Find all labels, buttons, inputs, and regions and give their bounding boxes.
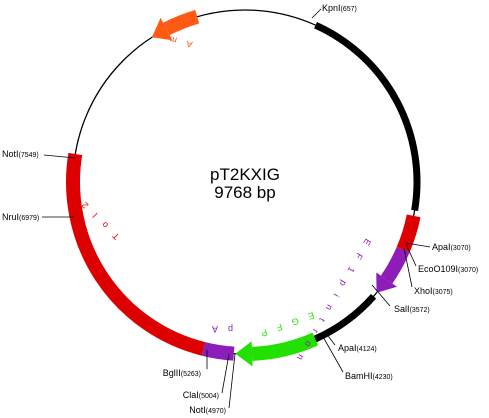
feature-arc-tol2-b <box>396 214 421 253</box>
feature-arrowhead-amp <box>152 17 173 41</box>
feature-arc-tol2 <box>66 152 206 356</box>
features-layer <box>66 10 421 367</box>
leader-noti-7549 <box>43 154 76 159</box>
site-noti-4970: NotI(4970) <box>189 405 226 415</box>
site-xhoi: XhoI(3075) <box>414 286 453 296</box>
site-kpni: KpnI(657) <box>322 3 357 13</box>
feature-label-pa: p A <box>208 324 233 334</box>
leader-kpni <box>311 8 322 19</box>
site-bglii: BglII(5263) <box>163 368 201 378</box>
site-noti-7549: NotI(7549) <box>2 149 39 159</box>
site-leaders <box>42 8 431 409</box>
black-segment-sali <box>313 293 377 343</box>
feature-arrowhead-intron <box>376 272 398 293</box>
leader-xhoi <box>403 247 413 288</box>
site-nrui: NruI(6979) <box>2 212 39 222</box>
black-segment-kpni <box>314 21 421 211</box>
site-sali: SalI(3572) <box>394 304 430 314</box>
plasmid-size: 9768 bp <box>214 183 275 202</box>
site-ecoo109i: EcoO109I(3070) <box>418 264 478 274</box>
feature-arc-pa <box>201 342 235 361</box>
site-apai-3070: ApaI(3070) <box>432 242 471 252</box>
site-bamhi: BamHI(4230) <box>345 371 393 381</box>
site-apai-4124: ApaI(4124) <box>338 343 377 353</box>
feature-arc-amp <box>163 10 200 36</box>
plasmid-name: pT2KXIG <box>210 165 280 184</box>
feature-arrowhead-egfp <box>235 341 253 367</box>
site-clai: ClaI(5004) <box>183 390 219 400</box>
leader-noti-4970 <box>228 353 236 409</box>
leader-apai-3070 <box>405 242 431 248</box>
leader-bamhi <box>321 334 344 373</box>
feature-arc-intron <box>380 246 410 284</box>
leader-ecoo109i <box>405 243 417 267</box>
feature-arc-egfp <box>251 332 319 361</box>
leader-apai-4124 <box>324 331 336 346</box>
leader-sali <box>371 284 391 307</box>
leader-clai <box>221 353 230 394</box>
